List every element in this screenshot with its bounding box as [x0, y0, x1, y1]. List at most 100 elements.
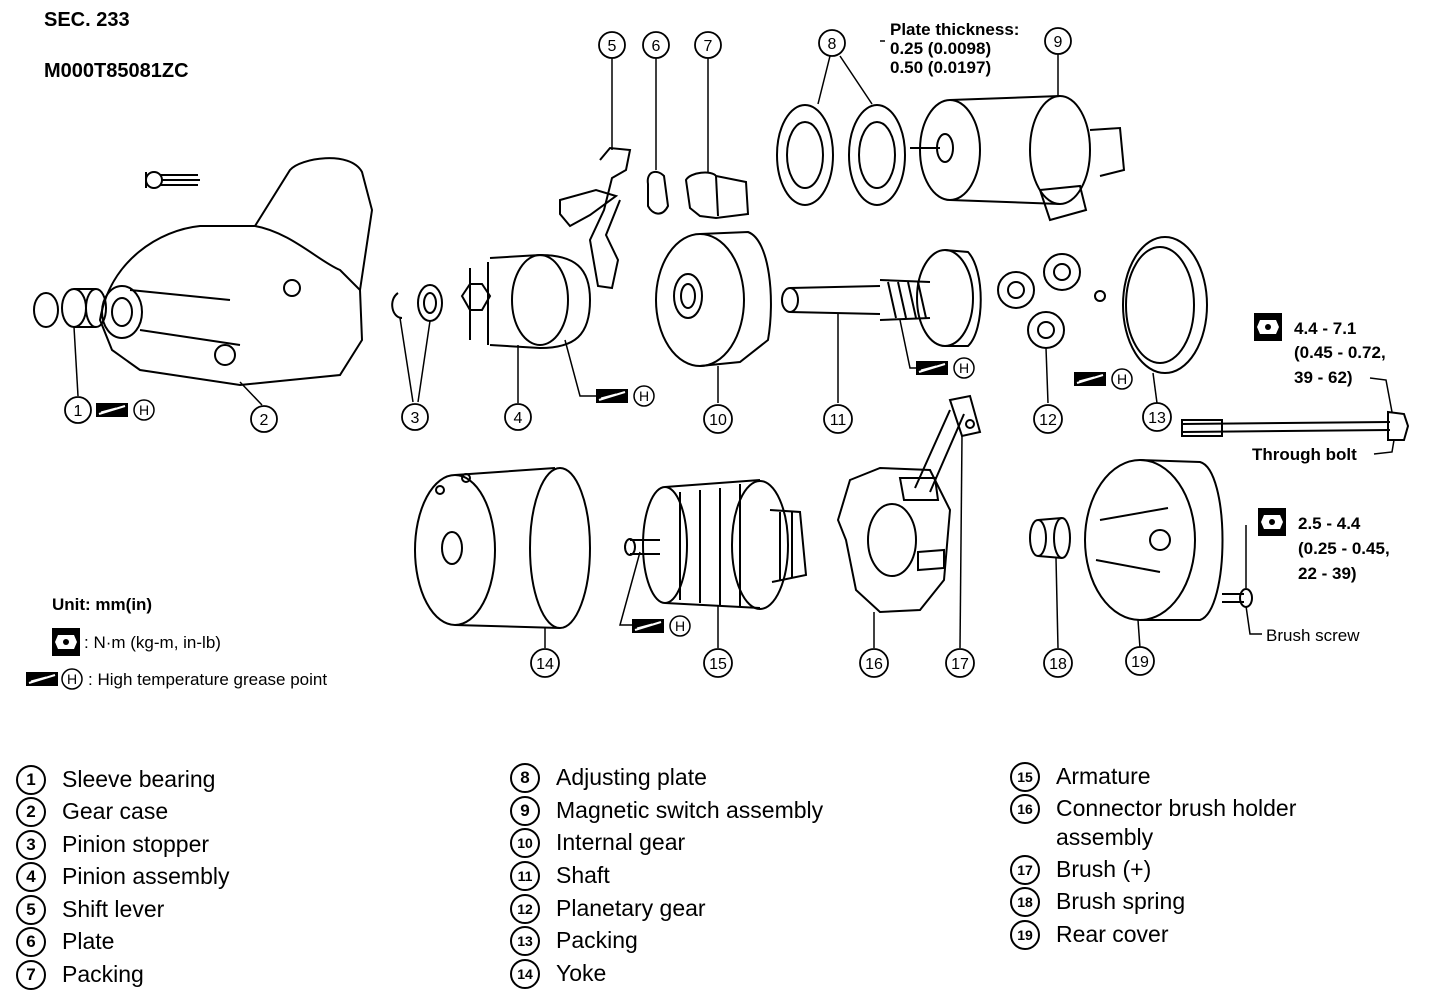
- legend-item-13: 13 Packing: [510, 926, 856, 956]
- callout-12: 12: [1039, 412, 1057, 429]
- sleeve-bearing-drawing: [33, 288, 107, 328]
- legend-label-12: Planetary gear: [556, 895, 706, 921]
- legend-label-18: Brush spring: [1056, 888, 1186, 914]
- legend-num-12: 12: [510, 894, 540, 924]
- plate-thickness-label: Plate thickness:: [890, 20, 1019, 39]
- legend-label-6: Plate: [62, 928, 115, 954]
- gear-case-drawing: [98, 157, 374, 387]
- through-bolt-torque-2: (0.45 - 0.72,: [1294, 343, 1386, 362]
- torque-icon-through-bolt: [1254, 313, 1282, 341]
- legend-item-3: 3 Pinion stopper: [16, 830, 362, 860]
- callout-15: 15: [709, 656, 727, 673]
- legend-item-17: 17 Brush (+): [1010, 855, 1356, 885]
- callout-circle-12: [1033, 404, 1063, 434]
- legend-item-12: 12 Planetary gear: [510, 894, 856, 924]
- pinion-stopper-drawing: [391, 284, 443, 322]
- rear-cover-drawing: [1084, 459, 1224, 621]
- legend-num-13: 13: [510, 926, 540, 956]
- callout-circle-15: [703, 648, 733, 678]
- grease-marker-15: [631, 618, 665, 634]
- legend-num-14: 14: [510, 959, 540, 989]
- legend-label-5: Shift lever: [62, 896, 165, 922]
- callout-circle-7: [694, 31, 722, 59]
- legend-num-1: 1: [16, 765, 46, 795]
- legend-label-14: Yoke: [556, 960, 607, 986]
- brush-screw-drawing: [1222, 588, 1253, 608]
- callout-14: 14: [536, 656, 554, 673]
- grease-h-legend: [61, 668, 83, 690]
- brush-screw-torque-3: 22 - 39): [1298, 564, 1357, 583]
- legend-item-1: 1 Sleeve bearing: [16, 765, 362, 795]
- callout-circle-2: [250, 405, 278, 433]
- legend-item-4: 4 Pinion assembly: [16, 862, 362, 892]
- legend-item-9: 9 Magnetic switch assembly: [510, 796, 856, 826]
- through-bolt-torque-1: 4.4 - 7.1: [1294, 319, 1356, 338]
- legend-item-7: 7 Packing: [16, 960, 362, 990]
- callout-9: 9: [1054, 34, 1063, 51]
- pinion-assembly-drawing: [460, 253, 592, 350]
- grease-h-12: [1111, 368, 1133, 390]
- shift-lever-drawing: [559, 146, 632, 290]
- callout-7: 7: [704, 38, 713, 55]
- legend-label-2: Gear case: [62, 798, 169, 824]
- legend-label-11: Shaft: [556, 862, 610, 888]
- legend-label-4: Pinion assembly: [62, 863, 230, 889]
- grease-marker-4: [595, 388, 629, 404]
- legend-num-7: 7: [16, 960, 46, 990]
- callout-circle-14: [530, 648, 560, 678]
- legend-num-19: 19: [1010, 920, 1040, 950]
- legend-label-15: Armature: [1056, 763, 1151, 789]
- through-bolt-torque-3: 39 - 62): [1294, 368, 1353, 387]
- brush-screw-torque-1: 2.5 - 4.4: [1298, 514, 1361, 533]
- legend-num-3: 3: [16, 830, 46, 860]
- legend-num-2: 2: [16, 797, 46, 827]
- legend-num-9: 9: [510, 796, 540, 826]
- callout-circle-18: [1043, 648, 1073, 678]
- callout-11: 11: [830, 412, 847, 429]
- callout-17: 17: [951, 656, 969, 673]
- callout-10: 10: [709, 412, 727, 429]
- grease-h-4: [633, 385, 655, 407]
- legend-num-16: 16: [1010, 794, 1040, 824]
- section-title: SEC. 233: [44, 9, 130, 31]
- legend-num-6: 6: [16, 927, 46, 957]
- legend-label-16: Connector brush holder assembly: [1056, 795, 1297, 850]
- callout-circle-11: [823, 404, 853, 434]
- callout-13: 13: [1148, 410, 1166, 427]
- grease-h-text-1: H: [139, 402, 149, 418]
- callout-circle-13: [1142, 402, 1172, 432]
- legend-label-8: Adjusting plate: [556, 764, 707, 790]
- callout-circle-9: [1044, 27, 1072, 55]
- shaft-drawing: [781, 249, 982, 347]
- callout-circle-8: [818, 29, 846, 57]
- callout-circle-6: [642, 31, 670, 59]
- exploded-diagram: SEC. 233 M000T85081ZC: [25, 9, 1410, 690]
- grease-marker-11: [915, 360, 949, 376]
- callout-circle-4: [504, 403, 532, 431]
- grease-h-text-11: H: [959, 360, 969, 376]
- legend-item-6: 6 Plate: [16, 927, 362, 957]
- callout-circle-16: [859, 648, 889, 678]
- packing-13-drawing: [1122, 236, 1208, 374]
- torque-icon-brush-screw: [1258, 508, 1286, 536]
- callout-3: 3: [411, 410, 420, 427]
- legend-num-15: 15: [1010, 762, 1040, 792]
- plate-drawing: [646, 170, 670, 215]
- legend-label-17: Brush (+): [1056, 856, 1152, 882]
- grease-h-15: [669, 615, 691, 637]
- legend-num-5: 5: [16, 895, 46, 925]
- callout-4: 4: [514, 410, 523, 427]
- planetary-gear-drawing: [997, 253, 1106, 349]
- legend-label-7: Packing: [62, 961, 144, 987]
- packing-7-drawing: [684, 171, 750, 220]
- legend-num-8: 8: [510, 763, 540, 793]
- grease-h-text-12: H: [1117, 371, 1127, 387]
- legend-num-10: 10: [510, 828, 540, 858]
- legend-num-4: 4: [16, 862, 46, 892]
- callout-circle-17: [945, 648, 975, 678]
- legend-label-13: Packing: [556, 927, 638, 953]
- legend-item-14: 14 Yoke: [510, 959, 856, 989]
- through-bolt-label: Through bolt: [1252, 445, 1357, 464]
- legend-num-18: 18: [1010, 887, 1040, 917]
- leader-lines: [73, 40, 1395, 649]
